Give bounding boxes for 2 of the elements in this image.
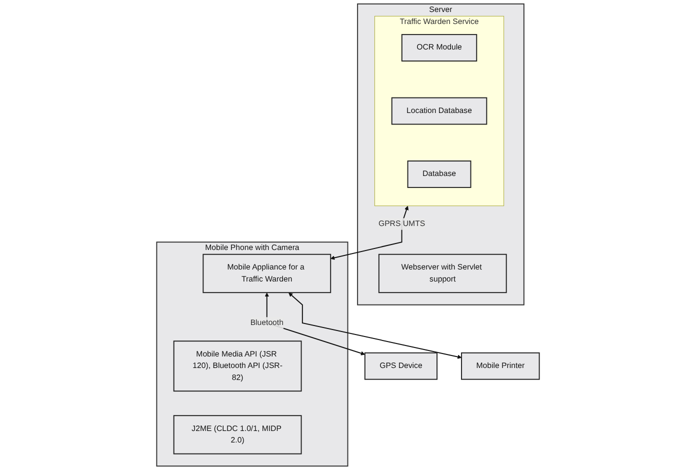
arrow bbox=[288, 292, 462, 359]
arrow bbox=[330, 206, 409, 260]
